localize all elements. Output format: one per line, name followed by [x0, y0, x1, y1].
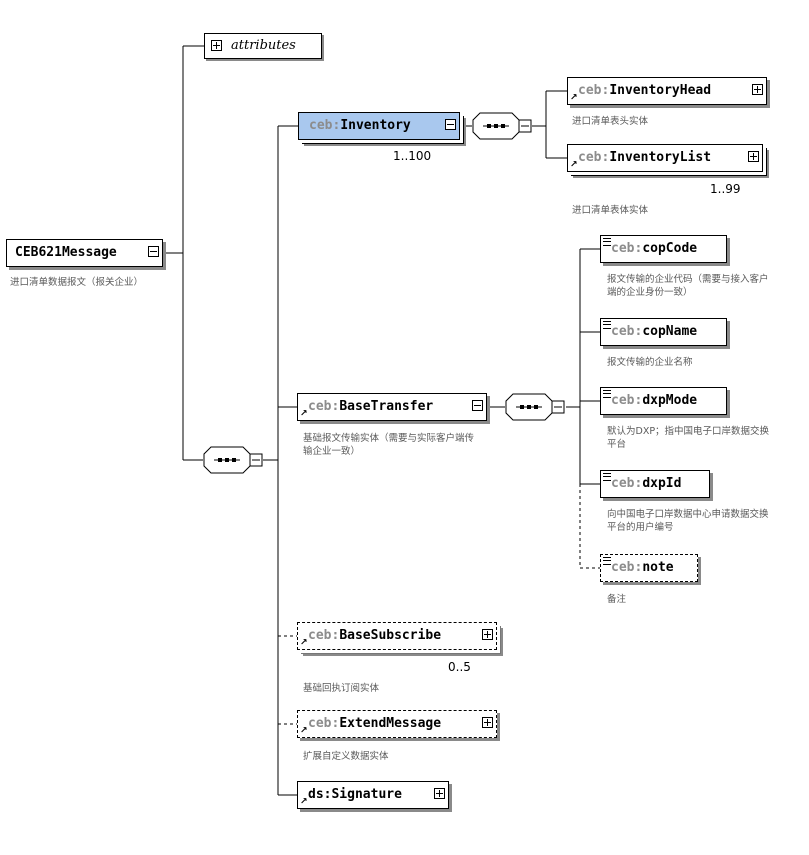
signature-element[interactable]: ↗ ds:Signature: [297, 781, 449, 809]
cop-code-element[interactable]: ceb:copCode: [600, 235, 727, 263]
expand-icon[interactable]: [482, 629, 493, 640]
root-doc: 进口清单数据报文（报关企业）: [10, 277, 144, 288]
inventory-prefix: ceb:: [309, 118, 341, 133]
extend-message-label: ExtendMessage: [339, 716, 442, 731]
simple-type-icon: [603, 473, 611, 481]
simple-type-icon: [603, 238, 611, 246]
base-subscribe-prefix: ceb:: [308, 628, 340, 643]
reference-arrow-icon: ↗: [300, 726, 308, 736]
inventory-head-doc: 进口清单表头实体: [572, 116, 649, 127]
cop-name-element[interactable]: ceb:copName: [600, 318, 727, 346]
dxp-id-label: dxpId: [642, 476, 682, 491]
reference-arrow-icon: ↗: [300, 409, 308, 419]
sequence-compositor-inventory[interactable]: [472, 112, 532, 140]
base-transfer-label: BaseTransfer: [339, 399, 434, 414]
base-subscribe-doc: 基础回执订阅实体: [303, 683, 380, 694]
reference-arrow-icon: ↗: [300, 638, 308, 648]
attributes-box[interactable]: attributes: [204, 33, 322, 59]
signature-prefix: ds:: [308, 787, 332, 802]
cop-code-prefix: ceb:: [611, 241, 643, 256]
inventory-list-element[interactable]: ↗ ceb:InventoryList: [567, 144, 763, 172]
dxp-id-element[interactable]: ceb:dxpId: [600, 470, 710, 498]
expand-icon[interactable]: [434, 788, 445, 799]
note-label: note: [642, 560, 674, 575]
signature-label: Signature: [331, 787, 402, 802]
attributes-label: attributes: [231, 38, 296, 53]
inventory-head-element[interactable]: ↗ ceb:InventoryHead: [567, 77, 767, 105]
dxp-id-prefix: ceb:: [611, 476, 643, 491]
note-element[interactable]: ceb:note: [600, 554, 698, 582]
cop-code-doc: 报文传输的企业代码（需要与接入客户端的企业身份一致）: [607, 274, 769, 298]
dxp-id-doc: 向中国电子口岸数据中心申请数据交换平台的用户编号: [607, 509, 769, 533]
inventory-list-doc: 进口清单表体实体: [572, 205, 649, 216]
simple-type-icon: [603, 321, 611, 329]
collapse-icon[interactable]: [445, 119, 456, 130]
reference-arrow-icon: ↗: [570, 160, 578, 170]
sequence-icon: [472, 112, 532, 140]
dxp-mode-element[interactable]: ceb:dxpMode: [600, 387, 727, 415]
inventory-list-prefix: ceb:: [578, 150, 610, 165]
base-subscribe-element[interactable]: ↗ ceb:BaseSubscribe: [297, 622, 497, 650]
note-doc: 备注: [607, 594, 627, 605]
simple-type-icon: [603, 390, 611, 398]
inventory-list-label: InventoryList: [609, 150, 712, 165]
sequence-compositor-base-transfer[interactable]: [505, 393, 566, 421]
cop-code-label: copCode: [642, 241, 698, 256]
base-transfer-prefix: ceb:: [308, 399, 340, 414]
sequence-icon: [203, 446, 263, 474]
base-subscribe-label: BaseSubscribe: [339, 628, 442, 643]
inventory-head-prefix: ceb:: [578, 83, 610, 98]
sequence-icon: [505, 393, 565, 421]
expand-icon[interactable]: [482, 717, 493, 728]
root-element[interactable]: CEB621Message: [6, 239, 163, 267]
inventory-element[interactable]: ceb:Inventory: [298, 112, 460, 140]
extend-message-prefix: ceb:: [308, 716, 340, 731]
cop-name-prefix: ceb:: [611, 324, 643, 339]
dxp-mode-doc: 默认为DXP；指中国电子口岸数据交换平台: [607, 426, 770, 450]
reference-arrow-icon: ↗: [300, 797, 308, 807]
reference-arrow-icon: ↗: [570, 93, 578, 103]
inventory-head-label: InventoryHead: [609, 83, 712, 98]
dxp-mode-prefix: ceb:: [611, 393, 643, 408]
sequence-compositor-main[interactable]: [203, 446, 263, 474]
dxp-mode-label: dxpMode: [642, 393, 698, 408]
base-transfer-doc: 基础报文传输实体（需要与实际客户端传输企业一致）: [303, 433, 475, 457]
cop-name-label: copName: [642, 324, 698, 339]
base-subscribe-cardinality: 0..5: [448, 660, 471, 674]
inventory-list-cardinality: 1..99: [710, 182, 741, 196]
collapse-icon[interactable]: [472, 400, 483, 411]
expand-icon[interactable]: [748, 151, 759, 162]
cop-name-doc: 报文传输的企业名称: [607, 357, 693, 368]
base-transfer-element[interactable]: ↗ ceb:BaseTransfer: [297, 393, 487, 421]
inventory-label: Inventory: [340, 118, 411, 133]
collapse-icon[interactable]: [148, 246, 159, 257]
expand-icon[interactable]: [752, 84, 763, 95]
extend-message-element[interactable]: ↗ ceb:ExtendMessage: [297, 710, 497, 738]
expand-icon[interactable]: [211, 40, 222, 51]
extend-message-doc: 扩展自定义数据实体: [303, 751, 389, 762]
inventory-cardinality: 1..100: [393, 149, 432, 163]
note-prefix: ceb:: [611, 560, 643, 575]
simple-type-icon: [603, 557, 611, 565]
root-element-label: CEB621Message: [15, 245, 117, 260]
